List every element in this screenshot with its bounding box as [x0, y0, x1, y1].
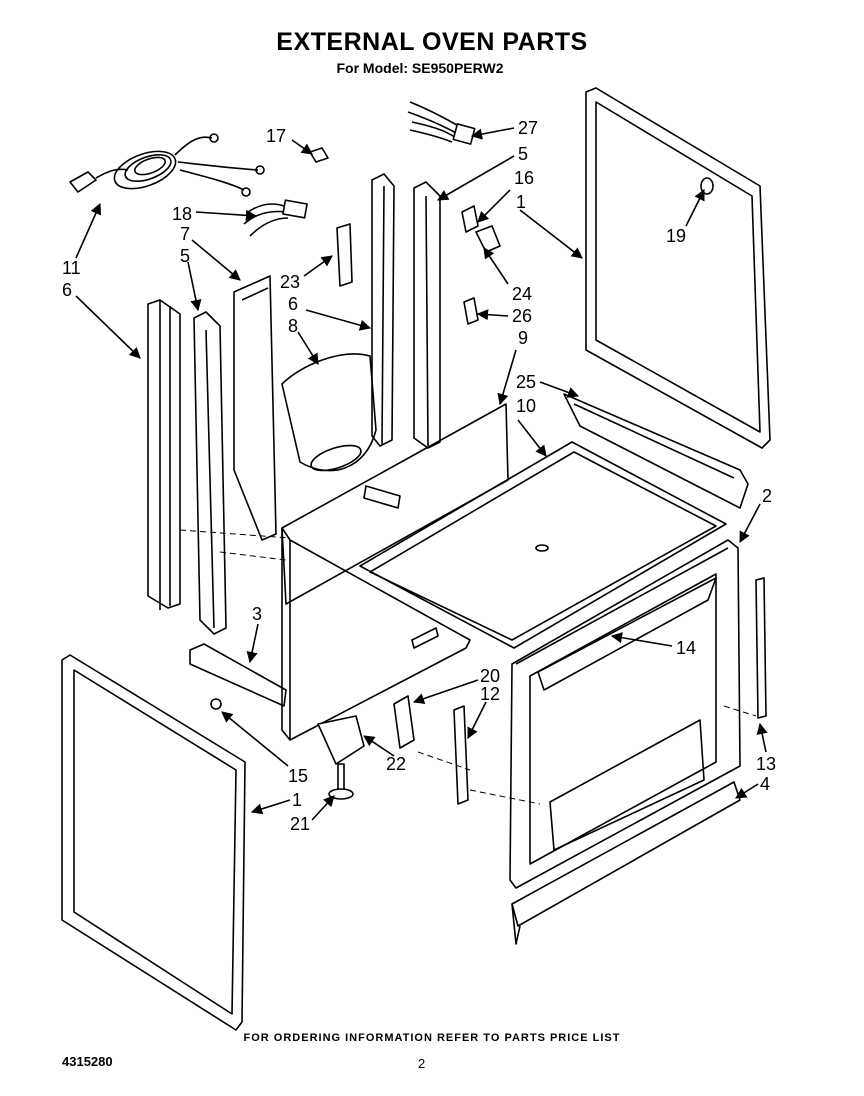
- oven-body-left-panel: [281, 527, 471, 741]
- clamp-part-24: [475, 225, 501, 253]
- bracket-part-20: [393, 695, 415, 749]
- callout-20: 20: [480, 666, 500, 686]
- side-panel-part-1-left: [61, 654, 246, 1031]
- callout-23: 23: [280, 272, 300, 292]
- callout-7: 7: [180, 224, 190, 244]
- rail-part-6-right: [371, 173, 395, 447]
- callout-13: 13: [756, 754, 776, 774]
- callout-8: 8: [288, 316, 298, 336]
- callout-15: 15: [288, 766, 308, 786]
- callout-18: 18: [172, 204, 192, 224]
- callout-11: 11: [62, 258, 81, 278]
- bottom-trim-part-4: [511, 781, 741, 945]
- callout-25: 25: [516, 372, 536, 392]
- callout-9: 9: [518, 328, 528, 348]
- callout-labels: 27 5 16 17 1 19 18 7 5 11 6 23 24 6 26 8…: [62, 118, 776, 834]
- callout-21: 21: [290, 814, 310, 834]
- callout-24: 24: [512, 284, 532, 304]
- callout-6: 6: [62, 280, 72, 300]
- leveling-part-22: [317, 715, 365, 765]
- power-cord-part-11: [69, 133, 265, 197]
- clip-part-26: [463, 297, 479, 325]
- callout-1: 1: [516, 192, 526, 212]
- panel-part-7: [233, 275, 277, 541]
- duct-part-8: [281, 353, 377, 472]
- strip-part-13: [755, 577, 767, 719]
- callout-16: 16: [514, 168, 534, 188]
- plug-part-17: [309, 147, 329, 163]
- model-subtitle: For Model: SE950PERW2: [336, 60, 504, 76]
- clip-part-16: [461, 205, 479, 233]
- callout-10: 10: [516, 396, 536, 416]
- wire-connector-part-18: [243, 199, 308, 237]
- wire-harness-part-27: [407, 101, 476, 145]
- seal-part-25: [563, 393, 749, 509]
- page-title: EXTERNAL OVEN PARTS: [276, 28, 588, 56]
- leveling-leg-part-21: [328, 763, 354, 800]
- callout-5b: 5: [180, 246, 190, 266]
- bracket-part-5-right: [413, 181, 441, 449]
- back-panel-part-9: [281, 403, 509, 605]
- front-frame-part-2: [509, 539, 741, 889]
- ordering-note: FOR ORDERING INFORMATION REFER TO PARTS …: [243, 1032, 621, 1044]
- document-number: 4315280: [62, 1054, 113, 1069]
- callout-2: 2: [762, 486, 772, 506]
- bottom-panel-part-10: [359, 441, 727, 649]
- callout-1b: 1: [292, 790, 302, 810]
- callout-19: 19: [666, 226, 686, 246]
- hinge-part-12: [453, 705, 469, 805]
- bracket-part-5-left: [193, 311, 227, 635]
- callout-3: 3: [252, 604, 262, 624]
- callout-6b: 6: [288, 294, 298, 314]
- callout-12: 12: [480, 684, 500, 704]
- base-rail-part-3: [189, 643, 287, 707]
- screw-part-15: [210, 698, 222, 710]
- strip-part-23: [336, 223, 353, 287]
- page-number: 2: [418, 1056, 426, 1071]
- callout-5: 5: [518, 144, 528, 164]
- callout-22: 22: [386, 754, 406, 774]
- callout-4: 4: [760, 774, 770, 794]
- callout-14: 14: [676, 638, 696, 658]
- callout-27: 27: [518, 118, 538, 138]
- assembly-guide-lines: [179, 529, 757, 805]
- callout-leaders: [75, 127, 768, 821]
- callout-17: 17: [266, 126, 286, 146]
- callout-26: 26: [512, 306, 532, 326]
- side-panel-part-1-right: [585, 87, 771, 449]
- gasket-part-14: [515, 547, 729, 665]
- rail-part-6-left: [147, 299, 181, 610]
